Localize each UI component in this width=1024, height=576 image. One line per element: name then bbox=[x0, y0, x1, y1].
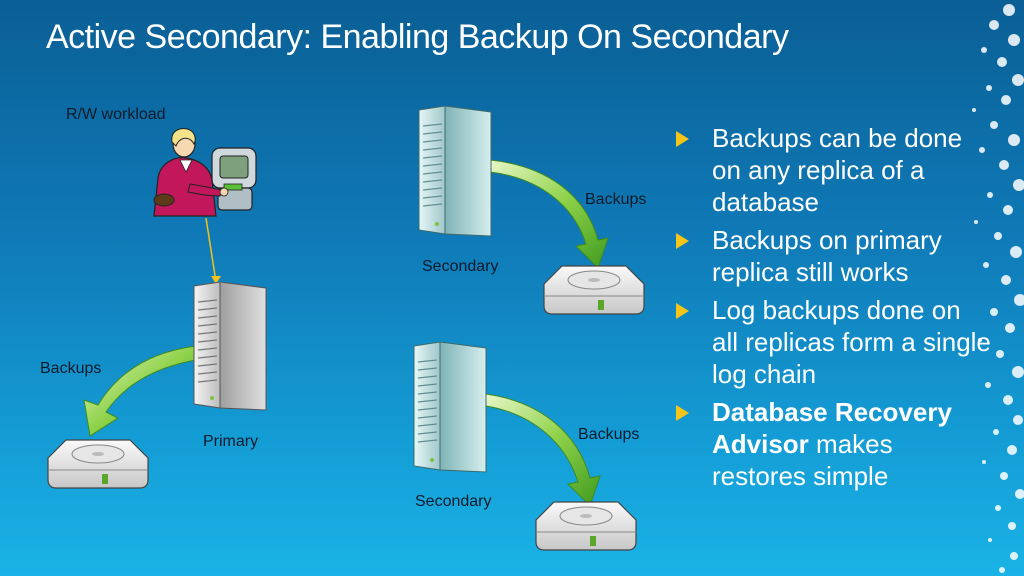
secondary1-server-icon bbox=[418, 106, 492, 237]
bullet-text: Log backups done on all replicas form a … bbox=[712, 295, 991, 389]
workload-label: R/W workload bbox=[66, 106, 166, 123]
primary-backups-label: Backups bbox=[40, 360, 102, 377]
bullet-text: Backups on primary replica still works bbox=[712, 225, 942, 287]
bullet-item: Backups on primary replica still works bbox=[672, 224, 992, 288]
user-at-terminal-icon bbox=[153, 128, 257, 217]
secondary1-label: Secondary bbox=[422, 258, 499, 275]
slide-title: Active Secondary: Enabling Backup On Sec… bbox=[46, 18, 789, 56]
secondary2-server-icon bbox=[413, 342, 487, 473]
bullet-marker-icon bbox=[676, 405, 689, 421]
bullet-marker-icon bbox=[676, 233, 689, 249]
primary-backup-arrow bbox=[83, 345, 197, 437]
secondary1-backups-label: Backups bbox=[585, 191, 647, 208]
primary-server-icon bbox=[193, 282, 267, 411]
secondary2-backups-label: Backups bbox=[578, 426, 640, 443]
bullet-item: Log backups done on all replicas form a … bbox=[672, 294, 992, 390]
bullet-text: Backups can be done on any replica of a … bbox=[712, 123, 963, 217]
bullet-item: Database Recovery Advisor makes restores… bbox=[672, 396, 992, 492]
primary-backup-disk-icon bbox=[47, 439, 149, 489]
bullet-bold-text: Database Recovery Advisor bbox=[712, 397, 952, 459]
bullet-list: Backups can be done on any replica of a … bbox=[672, 122, 992, 498]
secondary2-label: Secondary bbox=[415, 493, 492, 510]
bullet-marker-icon bbox=[676, 303, 689, 319]
bullet-item: Backups can be done on any replica of a … bbox=[672, 122, 992, 218]
secondary1-backup-disk-icon bbox=[543, 265, 645, 315]
secondary2-backup-disk-icon bbox=[535, 501, 637, 551]
primary-label: Primary bbox=[203, 433, 259, 450]
decorative-dot-pattern bbox=[972, 4, 1024, 573]
workload-connector-arrowhead bbox=[211, 276, 221, 284]
workload-connector-line bbox=[205, 217, 217, 283]
bullet-marker-icon bbox=[676, 131, 689, 147]
secondary2-backup-arrow bbox=[485, 393, 601, 507]
bullet-text: makes restores simple bbox=[712, 429, 893, 491]
secondary1-backup-arrow bbox=[489, 159, 609, 269]
